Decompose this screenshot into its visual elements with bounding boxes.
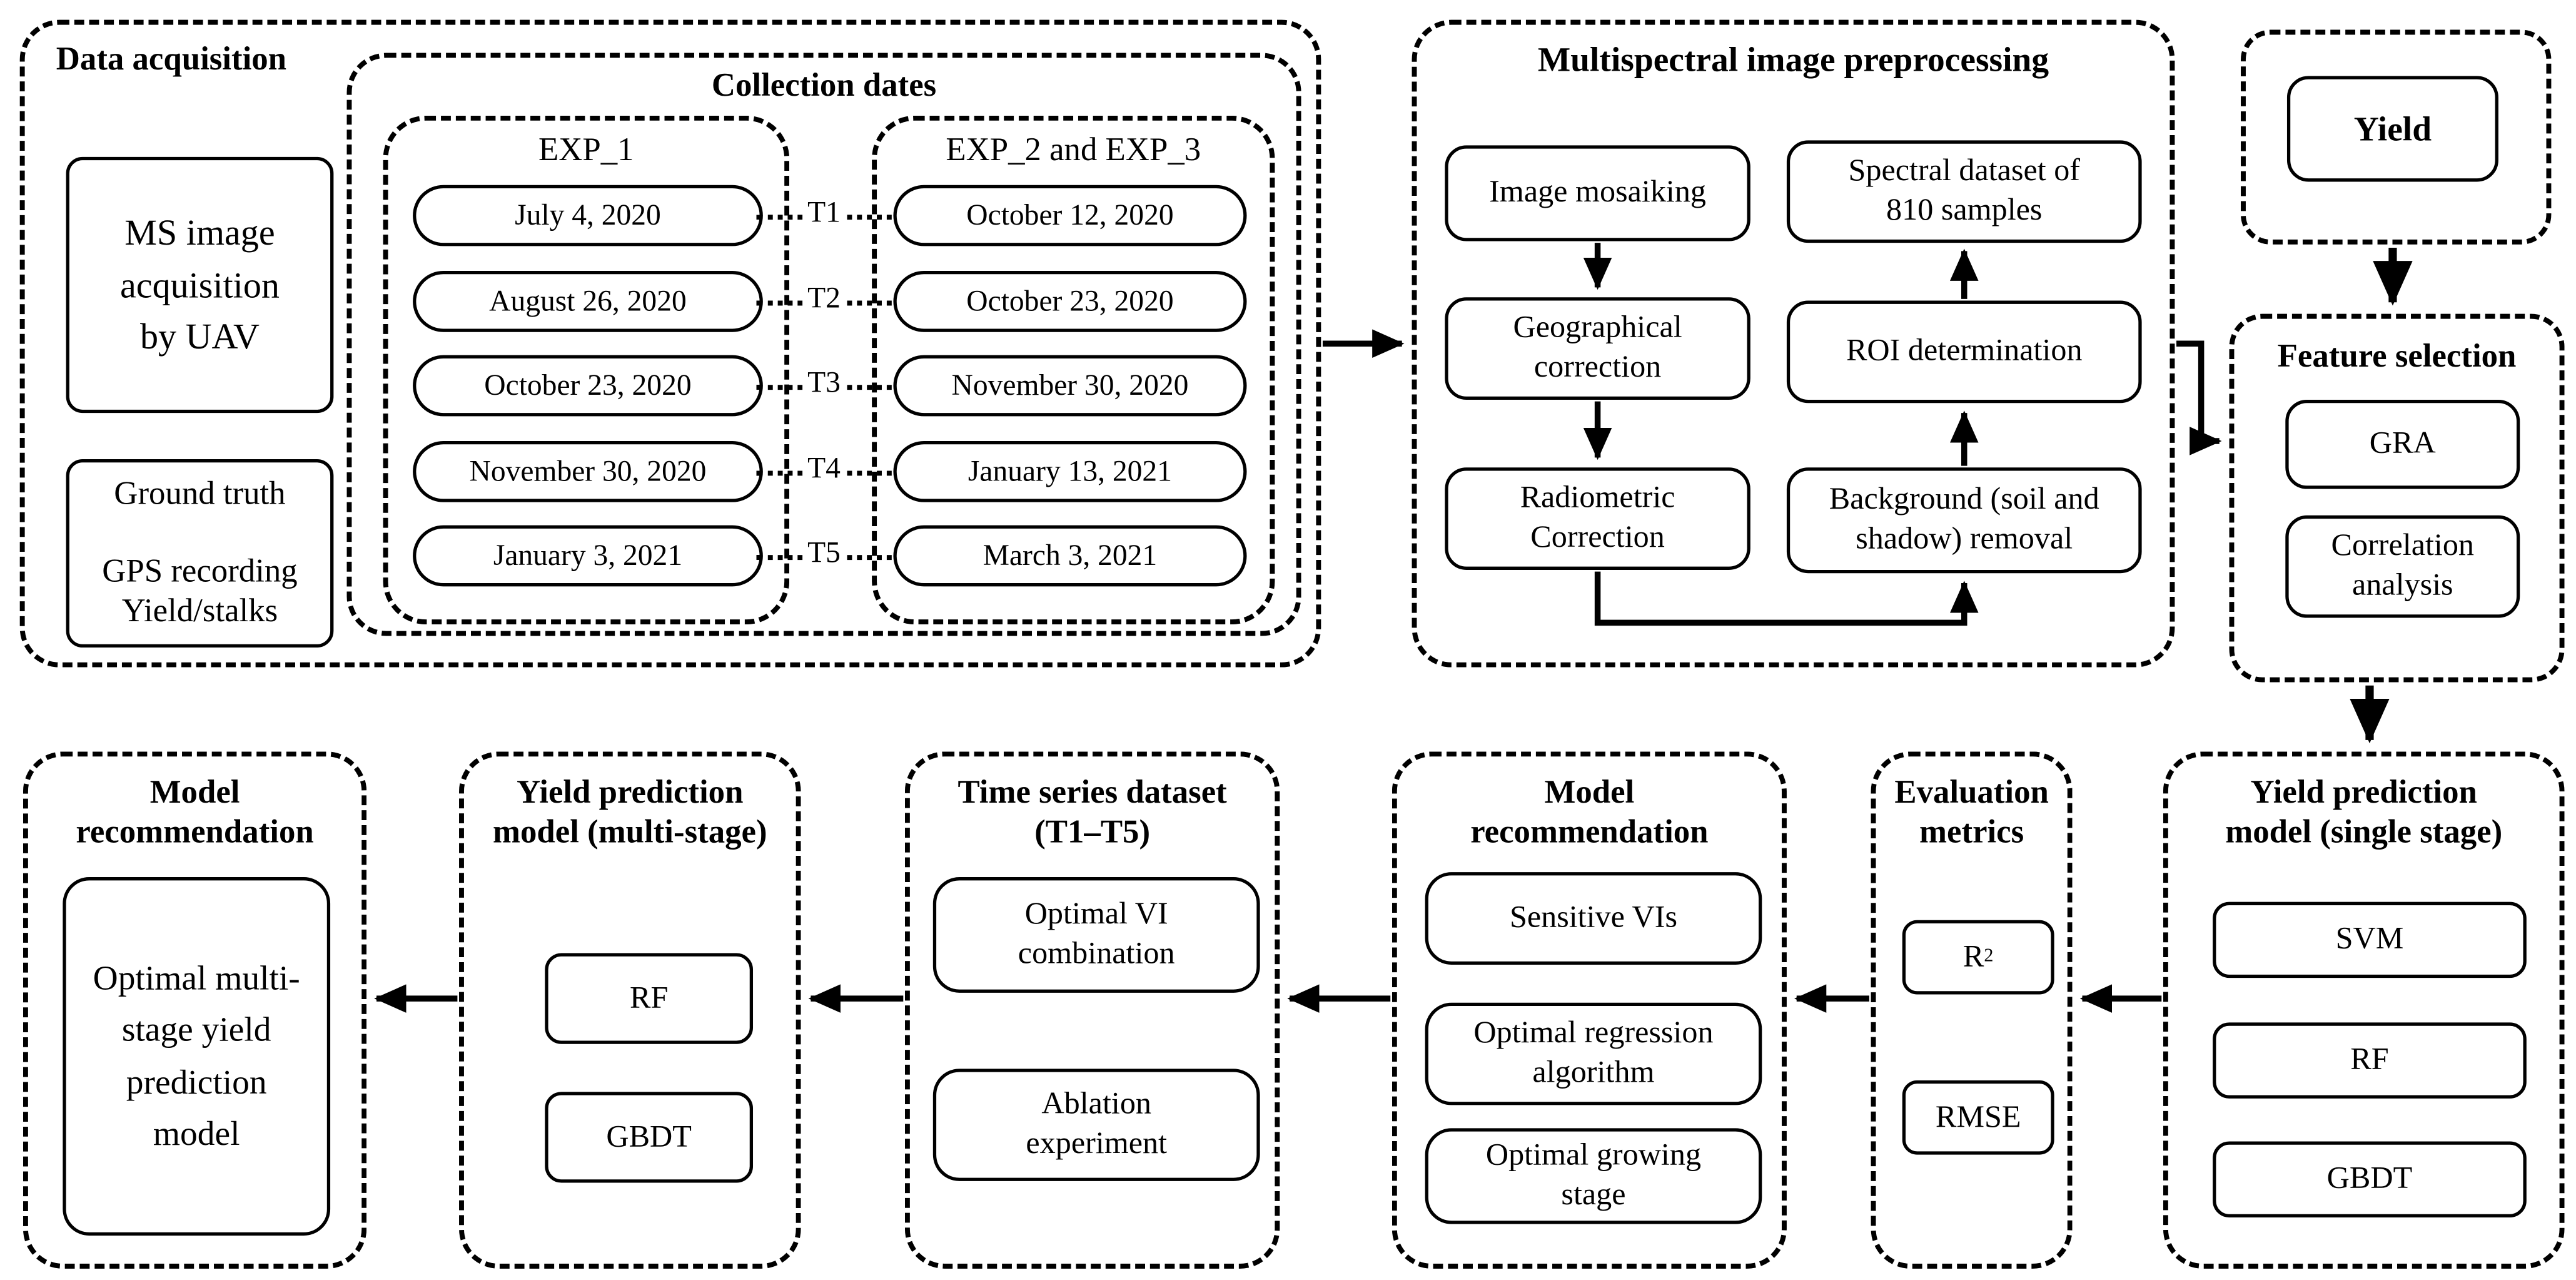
date-pill-exp1-t2: August 26, 2020: [413, 271, 763, 332]
date-pill-exp1-t5: January 3, 2021: [413, 525, 763, 587]
gra-box: GRA: [2285, 399, 2520, 489]
preprocessing-title: Multispectral image preprocessing: [1537, 39, 2049, 79]
multi-stage-model-title: Yield prediction model (multi-stage): [493, 775, 767, 851]
evaluation-metrics-title: Evaluation metrics: [1894, 775, 2049, 851]
model-recommendation-mid-title: Model recommendation: [1470, 775, 1709, 851]
section-model-recommendation-final: [23, 751, 367, 1269]
date-pill-exp23-t5: March 3, 2021: [893, 525, 1247, 587]
yield-box: Yield: [2286, 76, 2498, 182]
data-acquisition-title: Data acquisition: [56, 41, 287, 78]
optimal-regression-algorithm-box: Optimal regression algorithm: [1425, 1002, 1762, 1105]
exp2-exp3-title: EXP_2 and EXP_3: [946, 132, 1201, 169]
section-single-stage-model: [2163, 751, 2565, 1269]
date-pill-exp23-t4: January 13, 2021: [893, 440, 1247, 502]
timepoint-label-t3: T3: [802, 365, 846, 400]
rf-multistage-box: RF: [545, 953, 754, 1044]
rmse-metric-box: RMSE: [1902, 1080, 2054, 1155]
ground-truth-box: Ground truth GPS recording Yield/stalks: [66, 459, 334, 648]
image-mosaiking-box: Image mosaiking: [1445, 145, 1750, 241]
feature-selection-title: Feature selection: [2277, 338, 2517, 375]
optimal-multistage-model-box: Optimal multi- stage yield prediction mo…: [63, 877, 331, 1236]
section-yield: [2241, 29, 2552, 245]
geographical-correction-box: Geographical correction: [1445, 297, 1750, 400]
background-removal-box: Background (soil and shadow) removal: [1786, 467, 2142, 574]
arrow-preprocessing-to-feature-selection: [2176, 340, 2222, 455]
section-multi-stage-model: [459, 751, 801, 1269]
section-model-recommendation-mid: [1392, 751, 1787, 1269]
optimal-growing-stage-box: Optimal growing stage: [1425, 1128, 1762, 1224]
timepoint-label-t4: T4: [802, 451, 846, 486]
group-exp2-exp3: [872, 115, 1275, 625]
model-recommendation-final-title: Model recommendation: [76, 775, 314, 851]
date-pill-exp1-t1: July 4, 2020: [413, 185, 763, 246]
timepoint-label-t5: T5: [802, 536, 846, 571]
sensitive-vis-box: Sensitive VIs: [1425, 872, 1762, 965]
timepoint-label-t2: T2: [802, 281, 846, 316]
section-time-series-dataset: [904, 751, 1280, 1269]
exp1-title: EXP_1: [538, 132, 634, 169]
single-stage-model-title: Yield prediction model (single stage): [2225, 775, 2503, 851]
date-pill-exp1-t4: November 30, 2020: [413, 440, 763, 502]
gbdt-multistage-box: GBDT: [545, 1092, 754, 1183]
date-pill-exp23-t2: October 23, 2020: [893, 271, 1247, 332]
r2-superscript: 2: [1984, 947, 1994, 967]
ablation-experiment-box: Ablation experiment: [932, 1069, 1260, 1181]
gbdt-single-box: GBDT: [2213, 1141, 2527, 1217]
date-pill-exp1-t3: October 23, 2020: [413, 355, 763, 417]
r2-base: R: [1962, 939, 1984, 974]
timepoint-label-t1: T1: [802, 195, 846, 230]
section-preprocessing: [1412, 19, 2175, 668]
rf-single-box: RF: [2213, 1022, 2527, 1099]
section-feature-selection: [2229, 313, 2565, 683]
date-pill-exp23-t1: October 12, 2020: [893, 185, 1247, 246]
roi-determination-box: ROI determination: [1786, 300, 2142, 404]
svm-box: SVM: [2213, 902, 2527, 978]
ms-image-acquisition-box: MS image acquisition by UAV: [66, 156, 334, 414]
collection-dates-title: Collection dates: [711, 68, 937, 104]
date-pill-exp23-t3: November 30, 2020: [893, 355, 1247, 417]
spectral-dataset-box: Spectral dataset of 810 samples: [1786, 140, 2142, 243]
section-evaluation-metrics: [1871, 751, 2073, 1269]
group-exp1: [383, 115, 790, 625]
correlation-analysis-box: Correlation analysis: [2285, 515, 2520, 618]
section-data-acquisition: [19, 19, 1321, 668]
radiometric-correction-box: Radiometric Correction: [1445, 467, 1750, 570]
section-collection-dates: [346, 53, 1301, 636]
time-series-dataset-title: Time series dataset (T1–T5): [957, 775, 1227, 851]
optimal-vi-combination-box: Optimal VI combination: [932, 877, 1260, 993]
